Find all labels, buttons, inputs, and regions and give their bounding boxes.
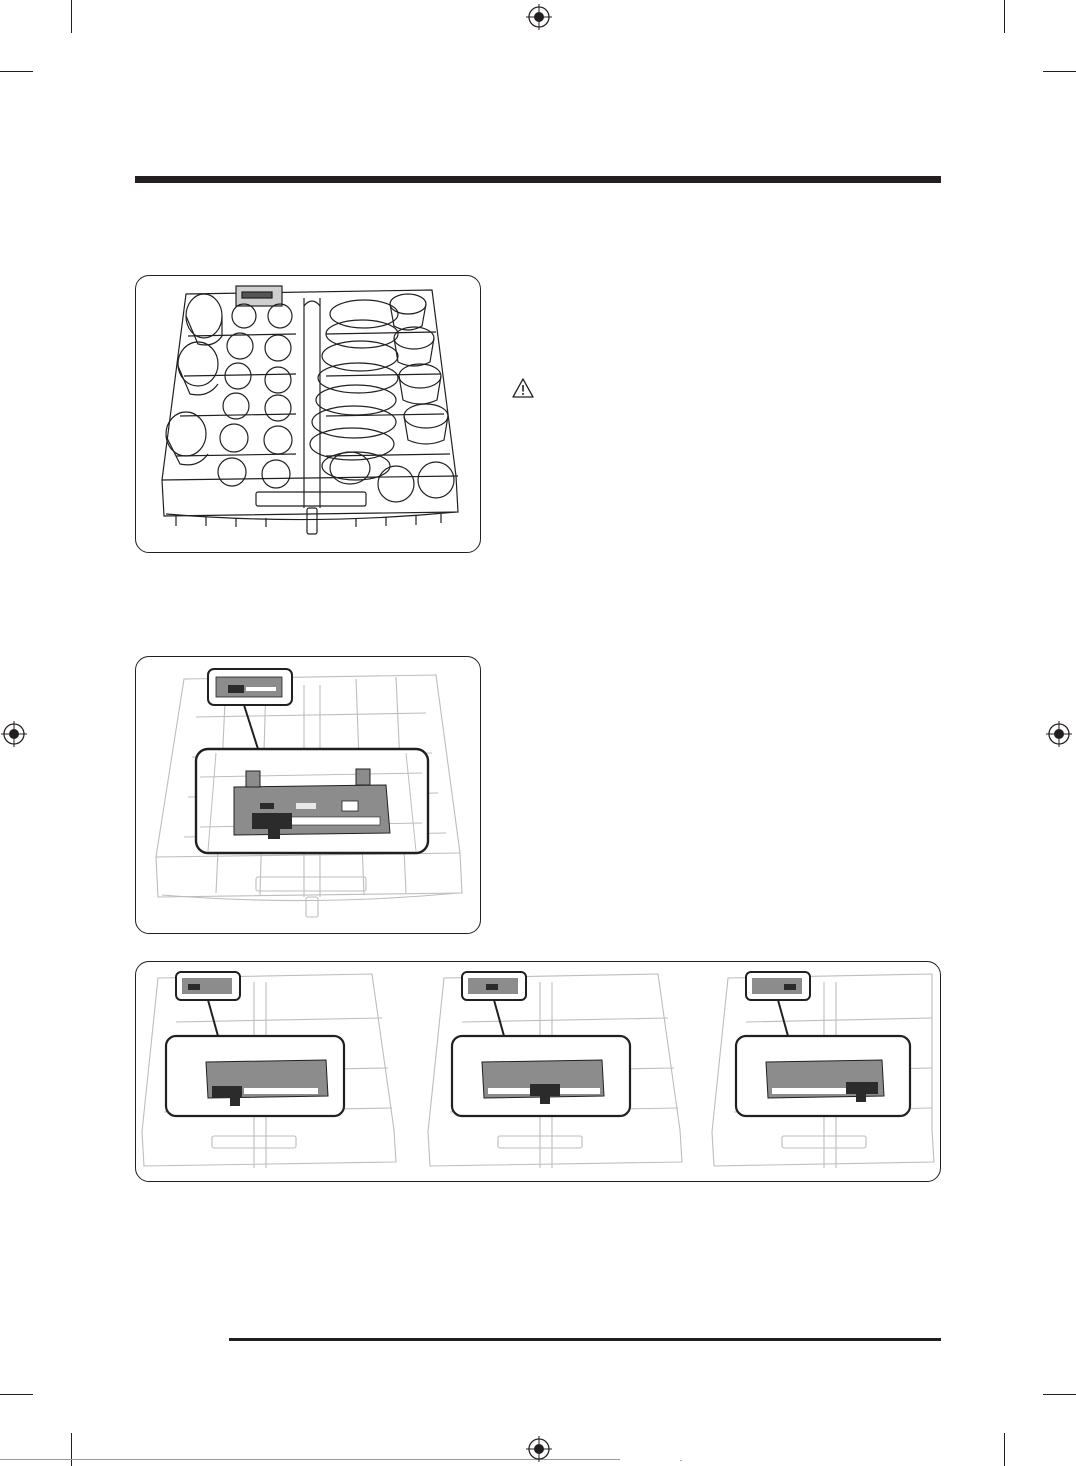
crop-mark <box>1043 71 1076 72</box>
crop-mark <box>1004 1433 1005 1466</box>
section-heading-rule <box>135 176 941 183</box>
crop-mark <box>0 71 33 72</box>
registration-mark-icon <box>1046 721 1072 747</box>
adjuster-position-3 <box>712 972 934 1168</box>
crop-mark <box>1043 1394 1076 1395</box>
crop-mark <box>0 1394 33 1395</box>
crop-mark <box>71 0 72 33</box>
adjuster-position-2 <box>428 972 682 1168</box>
footer-rule <box>229 1338 941 1341</box>
upper-rack-height-adjuster-illustration <box>135 656 481 934</box>
adjuster-position-1 <box>142 972 396 1168</box>
upper-rack-loaded-illustration <box>135 275 481 553</box>
registration-mark-icon <box>526 4 552 30</box>
adjuster-positions-illustration <box>135 961 941 1182</box>
registration-mark-icon <box>526 1436 552 1462</box>
footer-mark: - <box>680 1458 682 1464</box>
crop-mark <box>71 1433 72 1466</box>
caution-triangle-icon <box>512 378 534 398</box>
registration-mark-icon <box>1 721 27 747</box>
crop-mark <box>1004 0 1005 33</box>
